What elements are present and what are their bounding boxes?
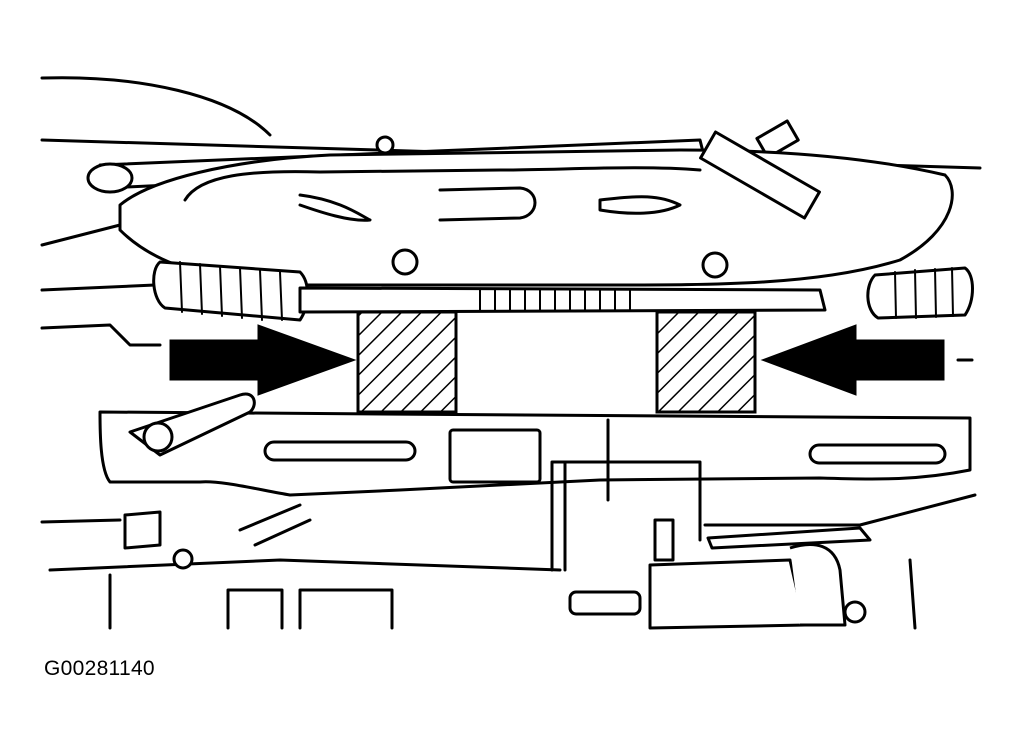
left-support-block (356, 310, 458, 414)
left-arrow-icon (760, 324, 945, 396)
right-arrow-icon (169, 324, 357, 396)
pan-flange (298, 286, 827, 314)
lower-frame (40, 460, 977, 630)
right-support-block (655, 310, 757, 414)
right-steering-boot (866, 266, 974, 320)
left-steering-boot (152, 260, 309, 322)
figure-id-label: G00281140 (44, 657, 155, 680)
lift-beam (98, 392, 972, 502)
oil-pan (118, 130, 954, 287)
starter-motor (568, 518, 917, 630)
